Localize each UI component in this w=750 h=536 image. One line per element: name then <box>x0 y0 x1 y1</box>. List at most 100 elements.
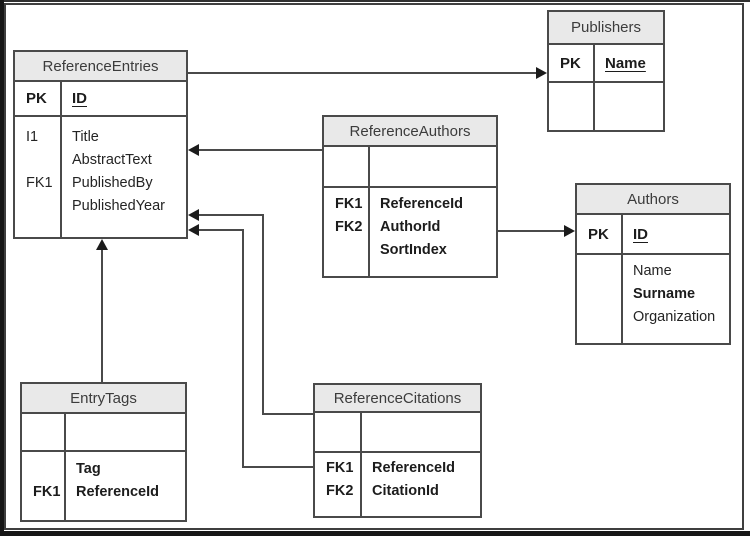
field-column: ReferenceId CitationId <box>362 453 480 516</box>
field-label: AbstractText <box>72 152 152 168</box>
pk-field-cell: ID <box>623 215 729 253</box>
empty-cell <box>549 83 595 130</box>
rel-entries-publishers-line <box>188 72 536 74</box>
field-label: Tag <box>76 461 101 477</box>
empty-row <box>22 412 185 450</box>
key-column: FK1 FK2 <box>315 453 362 516</box>
table-authors: Authors PK ID Name Surname Organization <box>575 183 731 345</box>
page-edge-top <box>0 0 750 2</box>
key-label <box>26 149 60 172</box>
rel-authors-entries-line <box>199 149 322 151</box>
table-entry-tags: EntryTags FK1 Tag ReferenceId <box>20 382 187 522</box>
field-label: Surname <box>633 286 696 302</box>
field-label: SortIndex <box>380 242 447 258</box>
pk-cell: PK <box>15 82 62 115</box>
field-label: Title <box>72 129 99 145</box>
pk-cell: PK <box>549 45 595 81</box>
table-reference-citations-title: ReferenceCitations <box>315 385 480 411</box>
empty-cell <box>66 414 185 450</box>
page-frame-border <box>4 3 744 530</box>
rel-citations-entries-2-arrowhead <box>188 224 199 236</box>
page-edge-bottom <box>0 531 750 536</box>
key-label <box>33 458 64 481</box>
rel-entrytags-entries-line <box>101 250 103 382</box>
table-title-text: Publishers <box>570 19 642 36</box>
key-label: FK1 <box>335 196 363 212</box>
field-label: PublishedYear <box>72 198 165 214</box>
key-column <box>577 255 623 343</box>
table-reference-authors: ReferenceAuthors FK1 FK2 ReferenceId Aut… <box>322 115 498 278</box>
empty-row <box>549 81 663 130</box>
empty-cell <box>362 413 480 451</box>
empty-cell <box>22 414 66 450</box>
rel-citations-entries-1-line <box>262 214 264 415</box>
table-title-text: ReferenceAuthors <box>349 122 471 140</box>
field-column: ReferenceId AuthorId SortIndex <box>370 188 496 276</box>
empty-row <box>324 145 496 186</box>
key-label <box>588 306 621 329</box>
body-row: I1 FK1 Title AbstractText PublishedBy Pu… <box>15 115 186 237</box>
rel-refauthors-authors-arrowhead <box>564 225 575 237</box>
body-row: FK1 FK2 ReferenceId AuthorId SortIndex <box>324 186 496 276</box>
rel-citations-entries-1-arrowhead <box>188 209 199 221</box>
table-authors-title: Authors <box>577 185 729 213</box>
key-label: FK1 <box>33 484 61 500</box>
page-edge-left <box>0 0 4 536</box>
key-column: I1 FK1 <box>15 117 62 237</box>
table-title-text: ReferenceEntries <box>42 57 159 75</box>
key-column: FK1 FK2 <box>324 188 370 276</box>
field-label: Organization <box>633 309 716 325</box>
field-label: ReferenceId <box>372 460 456 476</box>
pk-field-text: ID <box>633 225 648 243</box>
field-label: Name <box>633 263 672 279</box>
key-label: FK2 <box>326 483 354 499</box>
field-column: Title AbstractText PublishedBy Published… <box>62 117 186 237</box>
table-title-text: EntryTags <box>70 389 137 407</box>
field-label: CitationId <box>372 483 439 499</box>
pk-field-cell: ID <box>62 82 186 115</box>
key-label <box>26 195 60 218</box>
empty-cell <box>324 147 370 186</box>
rel-citations-entries-1-line <box>199 214 264 216</box>
body-row: Name Surname Organization <box>577 253 729 343</box>
empty-cell <box>315 413 362 451</box>
table-publishers-title: Publishers <box>549 12 663 43</box>
field-label: ReferenceId <box>76 484 160 500</box>
rel-citations-entries-1-line <box>262 413 313 415</box>
key-row: PK ID <box>15 80 186 115</box>
key-column: FK1 <box>22 452 66 520</box>
key-row: PK ID <box>577 213 729 253</box>
rel-citations-entries-2-line <box>199 229 244 231</box>
field-label: PublishedBy <box>72 175 153 191</box>
body-row: FK1 FK2 ReferenceId CitationId <box>315 451 480 516</box>
rel-citations-entries-2-line <box>242 466 313 468</box>
field-column: Tag ReferenceId <box>66 452 185 520</box>
rel-refauthors-authors-line <box>498 230 564 232</box>
key-label <box>588 283 621 306</box>
table-reference-citations: ReferenceCitations FK1 FK2 ReferenceId C… <box>313 383 482 518</box>
field-label: AuthorId <box>380 219 441 235</box>
table-reference-entries-title: ReferenceEntries <box>15 52 186 80</box>
table-entry-tags-title: EntryTags <box>22 384 185 412</box>
key-label: FK1 <box>26 175 53 191</box>
field-label: ReferenceId <box>380 196 464 212</box>
rel-entries-publishers-arrowhead <box>536 67 547 79</box>
table-title-text: Authors <box>627 190 679 208</box>
rel-authors-entries-arrowhead <box>188 144 199 156</box>
empty-row <box>315 411 480 451</box>
pk-field-text: Name <box>605 54 646 72</box>
pk-field-text: ID <box>72 90 87 107</box>
body-row: FK1 Tag ReferenceId <box>22 450 185 520</box>
key-label: FK1 <box>326 460 354 476</box>
pk-field-cell: Name <box>595 45 663 81</box>
empty-cell <box>370 147 496 186</box>
table-reference-entries: ReferenceEntries PK ID I1 FK1 Title Abst… <box>13 50 188 239</box>
key-label: I1 <box>26 129 39 145</box>
key-label: FK2 <box>335 219 363 235</box>
empty-cell <box>595 83 663 130</box>
field-column: Name Surname Organization <box>623 255 729 343</box>
table-title-text: ReferenceCitations <box>333 389 462 407</box>
key-row: PK Name <box>549 43 663 81</box>
rel-citations-entries-2-line <box>242 229 244 468</box>
